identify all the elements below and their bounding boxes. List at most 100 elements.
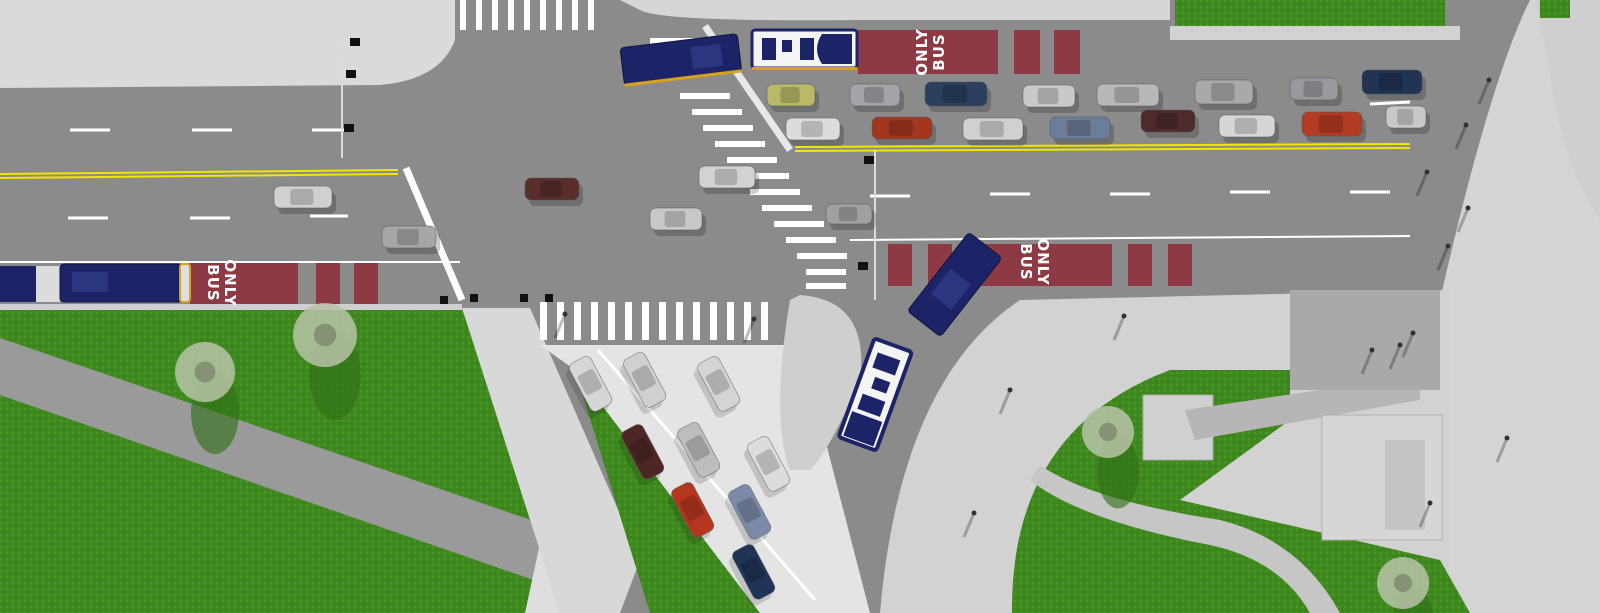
pedestrian-icon [1397, 342, 1403, 348]
parked-car [566, 356, 613, 418]
car [1022, 84, 1079, 113]
car [1301, 111, 1366, 142]
sidewalk-top-right [1170, 26, 1460, 40]
planter-right-edge [1540, 0, 1570, 18]
traffic-signal-pole-left [333, 37, 361, 158]
pedestrian-icon [1121, 313, 1127, 319]
sidewalk-left-edge [0, 304, 462, 310]
pedestrian-icon [562, 311, 568, 317]
sidewalk-median-strip [462, 308, 640, 613]
traffic-light-icon [350, 38, 360, 46]
car [381, 225, 440, 254]
pedestrian-shadow [1415, 171, 1429, 197]
car [849, 83, 904, 112]
pedestrian-shadow [742, 318, 756, 344]
car [924, 81, 991, 112]
diagonal-walkway [0, 338, 560, 585]
car [871, 116, 936, 145]
pedestrian-shadow [998, 389, 1012, 415]
car [1140, 109, 1199, 138]
crosswalk-bottom [540, 302, 768, 340]
pedestrian-icon [1007, 387, 1013, 393]
pedestrian-icon [971, 510, 977, 516]
bus-lane-label-line1: ONLY [221, 259, 239, 307]
car [785, 117, 844, 146]
bus-lane-label-line1: ONLY [1034, 238, 1052, 286]
car [698, 165, 759, 194]
bus-lane-label-line2: BUS [1017, 243, 1035, 280]
pedestrian-icon [1410, 330, 1416, 336]
pedestrian-shadow [1401, 332, 1415, 358]
sidewalk-top-middle [620, 0, 1170, 21]
tree-trunk [1098, 422, 1118, 442]
pedestrians [553, 77, 1510, 538]
pedestrian-shadow [1454, 124, 1468, 150]
car [1194, 79, 1257, 110]
pedestrian-shadow [1112, 315, 1126, 341]
pedestrian-icon [1424, 169, 1430, 175]
car [273, 185, 336, 214]
traffic-light-icon [858, 262, 868, 270]
parked-car [694, 356, 741, 418]
pedestrian-icon [1465, 205, 1471, 211]
car [825, 203, 876, 230]
crosswalk-top [460, 0, 594, 30]
pedestrian-icon [1504, 435, 1510, 441]
pedestrian-shadow [1360, 349, 1374, 375]
pedestrian-shadow [1456, 207, 1470, 233]
crosswalk-diagonal [650, 38, 847, 289]
bus-top-articulated [619, 28, 859, 87]
pedestrian-shadow [1436, 245, 1450, 271]
bus-center-diagonal [837, 233, 1001, 452]
car [1096, 83, 1163, 112]
car [962, 117, 1027, 146]
car [1361, 69, 1426, 100]
pedestrian-icon [1369, 347, 1375, 353]
pedestrian-icon [1486, 77, 1492, 83]
parked-cars [566, 352, 791, 606]
pedestrian-shadow [962, 512, 976, 538]
tree-trunk [194, 361, 216, 383]
tree-trunk [1393, 573, 1413, 593]
bus-lane-label-line1: ONLY [913, 28, 931, 76]
bus-lane-label-line2: BUS [930, 33, 948, 70]
traffic-signal-pole-center [858, 150, 876, 300]
car [766, 83, 819, 112]
pedestrian-shadow [1388, 344, 1402, 370]
pedestrian-shadow [553, 313, 567, 339]
pedestrian-island [780, 295, 862, 470]
pedestrian-shadow [1477, 79, 1491, 105]
car [1218, 114, 1279, 143]
traffic-light-icon [864, 156, 874, 164]
sidewalk-top-left [0, 0, 455, 88]
pedestrian-icon [751, 316, 757, 322]
parked-car [725, 484, 772, 546]
car [1385, 105, 1430, 134]
traffic-light-icon [344, 124, 354, 132]
traffic-signals-bottom [440, 294, 553, 304]
trees [175, 303, 1433, 613]
pedestrian-icon [1427, 500, 1433, 506]
traffic-light-icon [346, 70, 356, 78]
stairs [1185, 375, 1420, 440]
bus-lane-left [190, 262, 378, 304]
bus-left [0, 263, 191, 303]
building-inner [1385, 440, 1425, 530]
planter-top-right [1175, 0, 1445, 28]
parked-car [744, 436, 791, 498]
plaza-right [1440, 0, 1600, 613]
plaza-shadow [1290, 290, 1440, 390]
tree-trunk [313, 323, 337, 347]
bus-lane-label-line2: BUS [204, 264, 222, 301]
traffic-cars [273, 69, 1430, 254]
pedestrian-icon [1463, 122, 1469, 128]
parked-car [729, 544, 776, 606]
parked-car [668, 482, 715, 544]
pedestrian-shadow [1495, 437, 1509, 463]
parked-car [618, 424, 665, 486]
